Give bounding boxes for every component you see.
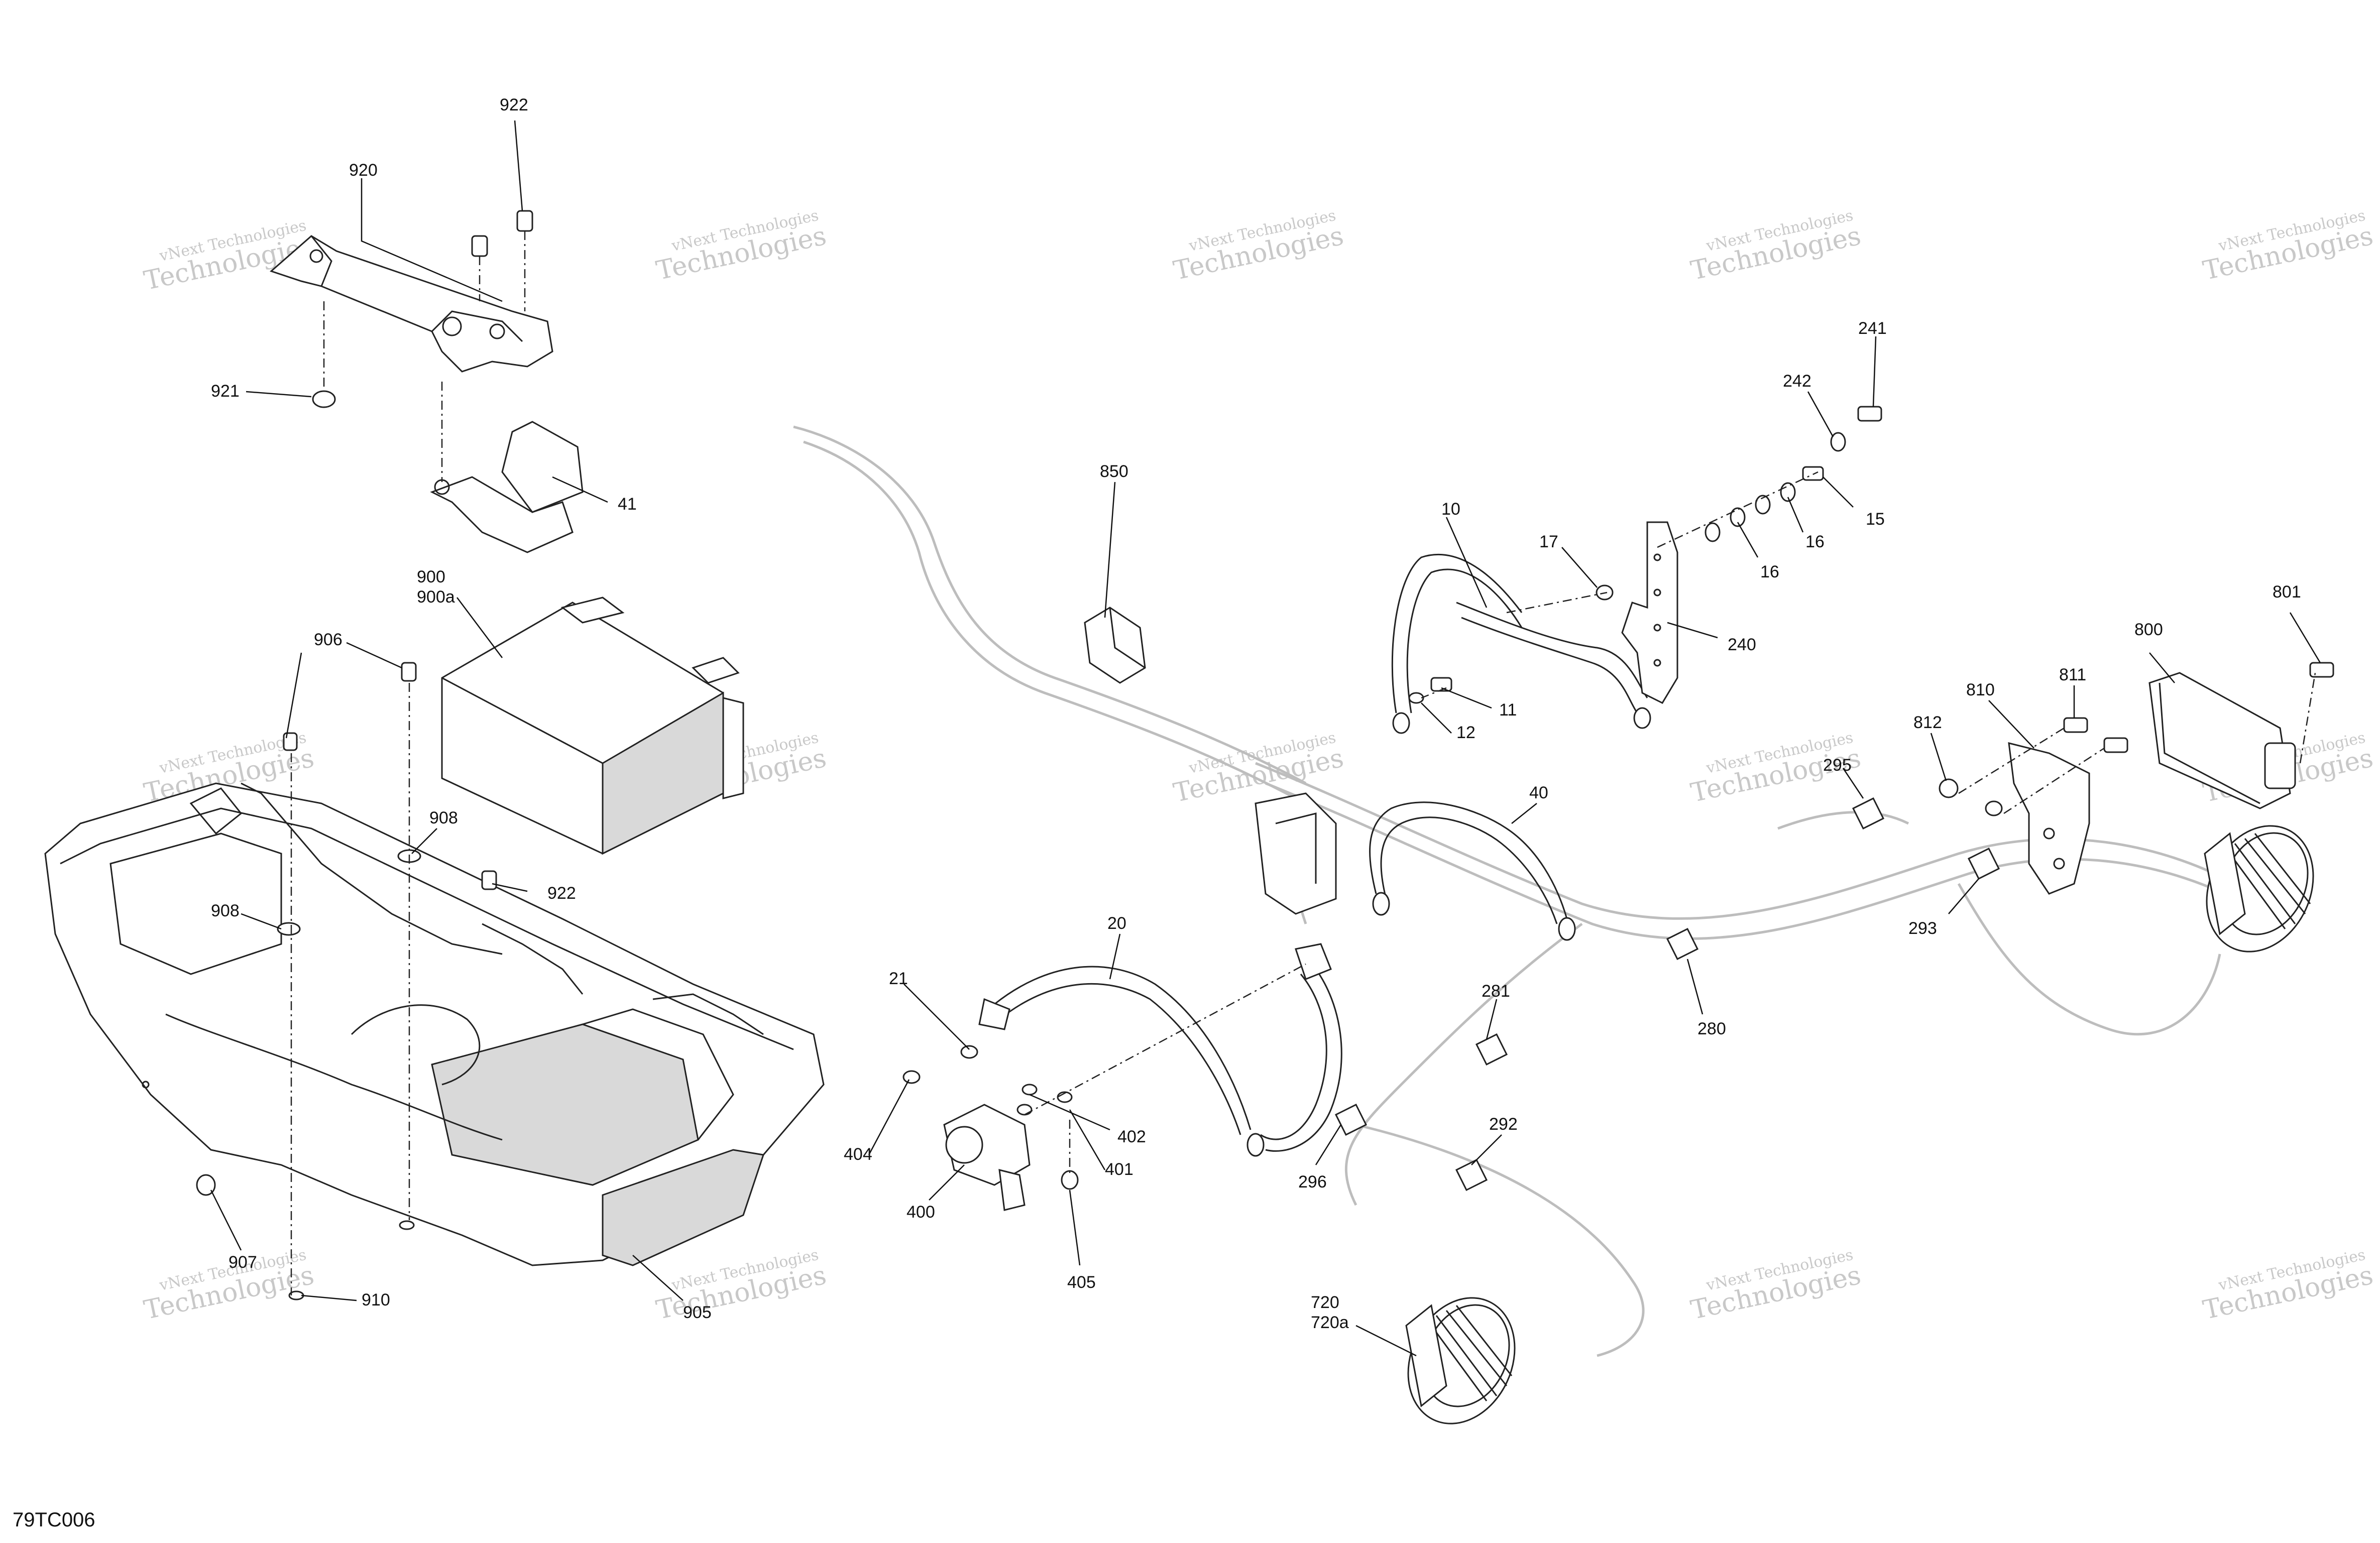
harness-clips bbox=[1334, 797, 2000, 1192]
battery-tray bbox=[44, 782, 825, 1266]
headlight-right bbox=[2204, 825, 2314, 953]
callout-908a: 908 bbox=[429, 808, 458, 827]
callout-400: 400 bbox=[906, 1203, 935, 1222]
watermark: vNext Technologies Technologies bbox=[1171, 729, 1346, 808]
callout-800: 800 bbox=[2134, 620, 2163, 639]
watermark: vNext Technologies Technologies bbox=[1688, 207, 1863, 286]
watermark: vNext Technologies Technologies bbox=[141, 1246, 316, 1326]
callout-242: 242 bbox=[1783, 372, 1811, 391]
leader-lines bbox=[210, 120, 2321, 1357]
watermark: vNext Technologies Technologies bbox=[2200, 207, 2375, 286]
headlight-left bbox=[1405, 1297, 1516, 1425]
callout-295: 295 bbox=[1823, 756, 1852, 775]
callout-21: 21 bbox=[889, 969, 908, 988]
callout-240: 240 bbox=[1728, 635, 1756, 654]
callout-281: 281 bbox=[1482, 982, 1510, 1001]
watermark: vNext Technologies Technologies bbox=[653, 1246, 829, 1326]
callout-12: 12 bbox=[1456, 723, 1476, 742]
module-bracket bbox=[1939, 717, 2128, 895]
callout-720: 720 bbox=[1311, 1293, 1339, 1312]
callout-720a: 720a bbox=[1311, 1313, 1349, 1332]
battery bbox=[441, 597, 744, 855]
callout-280: 280 bbox=[1697, 1019, 1726, 1038]
relay-block bbox=[1255, 792, 1337, 915]
callout-labels: 922 920 921 41 900 900a 906 908 922 908 … bbox=[211, 95, 2301, 1332]
battery-terminal-cover bbox=[430, 421, 584, 553]
watermark: vNext Technologies Technologies bbox=[1688, 1246, 1863, 1326]
callout-17: 17 bbox=[1539, 532, 1558, 551]
starter-cable bbox=[978, 943, 1342, 1157]
harness-connector bbox=[1084, 607, 1146, 684]
callout-292: 292 bbox=[1489, 1115, 1518, 1134]
callout-921: 921 bbox=[211, 382, 240, 401]
callout-812: 812 bbox=[1913, 713, 1942, 732]
callout-922b: 922 bbox=[547, 884, 576, 903]
watermark: vNext Technologies Technologies bbox=[1171, 207, 1346, 286]
callout-850: 850 bbox=[1100, 462, 1128, 481]
starter-solenoid bbox=[902, 1045, 1079, 1211]
cable-bracket bbox=[1408, 406, 1882, 704]
callout-15: 15 bbox=[1866, 510, 1885, 529]
callout-810: 810 bbox=[1966, 680, 1995, 699]
callout-907: 907 bbox=[229, 1253, 257, 1272]
callout-41: 41 bbox=[618, 495, 637, 514]
callout-900: 900 bbox=[417, 567, 445, 586]
battery-hold-down-bar bbox=[270, 235, 553, 373]
callout-16a: 16 bbox=[1805, 532, 1825, 551]
callout-905: 905 bbox=[683, 1303, 712, 1322]
diagram-reference-code: 79TC006 bbox=[13, 1509, 95, 1531]
callout-922a: 922 bbox=[500, 95, 528, 114]
callout-401: 401 bbox=[1105, 1160, 1134, 1179]
ground-cable bbox=[1391, 554, 1651, 734]
callout-801: 801 bbox=[2273, 582, 2301, 602]
callout-20: 20 bbox=[1107, 914, 1126, 933]
callout-293: 293 bbox=[1908, 919, 1937, 938]
callout-402: 402 bbox=[1117, 1127, 1146, 1146]
callout-906: 906 bbox=[314, 630, 343, 649]
callout-811: 811 bbox=[2059, 665, 2086, 684]
callout-910: 910 bbox=[362, 1290, 390, 1310]
electronic-module bbox=[2148, 662, 2334, 809]
watermark: vNext Technologies Technologies bbox=[653, 207, 829, 286]
wiring-harness-background bbox=[793, 425, 2246, 1357]
positive-cable bbox=[1369, 801, 1576, 941]
callout-900a: 900a bbox=[417, 587, 455, 607]
callout-404: 404 bbox=[844, 1145, 872, 1164]
callout-296: 296 bbox=[1298, 1172, 1327, 1192]
callout-10: 10 bbox=[1441, 500, 1460, 519]
callout-11: 11 bbox=[1499, 700, 1517, 720]
callout-241: 241 bbox=[1858, 319, 1887, 338]
callout-40: 40 bbox=[1529, 783, 1548, 802]
callout-908b: 908 bbox=[211, 901, 240, 920]
callout-920: 920 bbox=[349, 161, 378, 180]
assembly-lines bbox=[290, 231, 2316, 1295]
watermark: vNext Technologies Technologies bbox=[2200, 1246, 2375, 1326]
callout-405: 405 bbox=[1067, 1273, 1096, 1292]
callout-16b: 16 bbox=[1760, 562, 1779, 581]
